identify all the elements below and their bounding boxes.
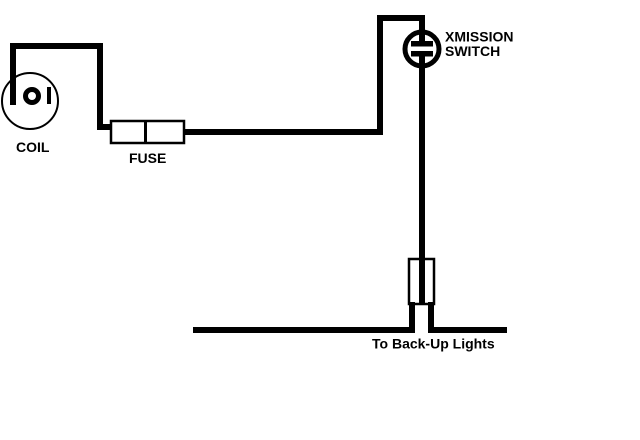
wire-top-right-run <box>377 15 425 21</box>
fuse-divider <box>144 121 147 143</box>
wire-drop-to-fuse <box>97 43 103 130</box>
switch-contact-top <box>411 41 433 47</box>
coil-label: COIL <box>16 139 50 155</box>
wire-top-left-run <box>10 43 103 49</box>
backup-rail-right <box>428 327 507 333</box>
coil-center-terminal-icon <box>23 87 41 105</box>
connector-right-leg <box>428 302 434 333</box>
fuse-label: FUSE <box>129 150 166 166</box>
connector-left-leg <box>409 302 415 333</box>
coil-right-terminal <box>47 87 51 104</box>
connector-through-wire <box>419 259 425 304</box>
switch-contact-bottom <box>411 51 433 57</box>
backup-rail-left <box>193 327 415 333</box>
fuse-body <box>109 119 186 145</box>
wire-switch-down-lead <box>419 54 425 259</box>
wire-fuse-to-riser <box>184 129 383 135</box>
wire-fuse-stub <box>97 124 113 130</box>
switch-label-line2: SWITCH <box>445 43 500 59</box>
fuse-symbol <box>109 119 186 145</box>
backup-lights-label: To Back-Up Lights <box>372 336 495 352</box>
switch-label-line1: XMISSION <box>445 29 513 45</box>
wire-switch-riser <box>377 15 383 135</box>
inline-connector-symbol <box>407 257 436 333</box>
wire-coil-riser <box>10 43 16 105</box>
